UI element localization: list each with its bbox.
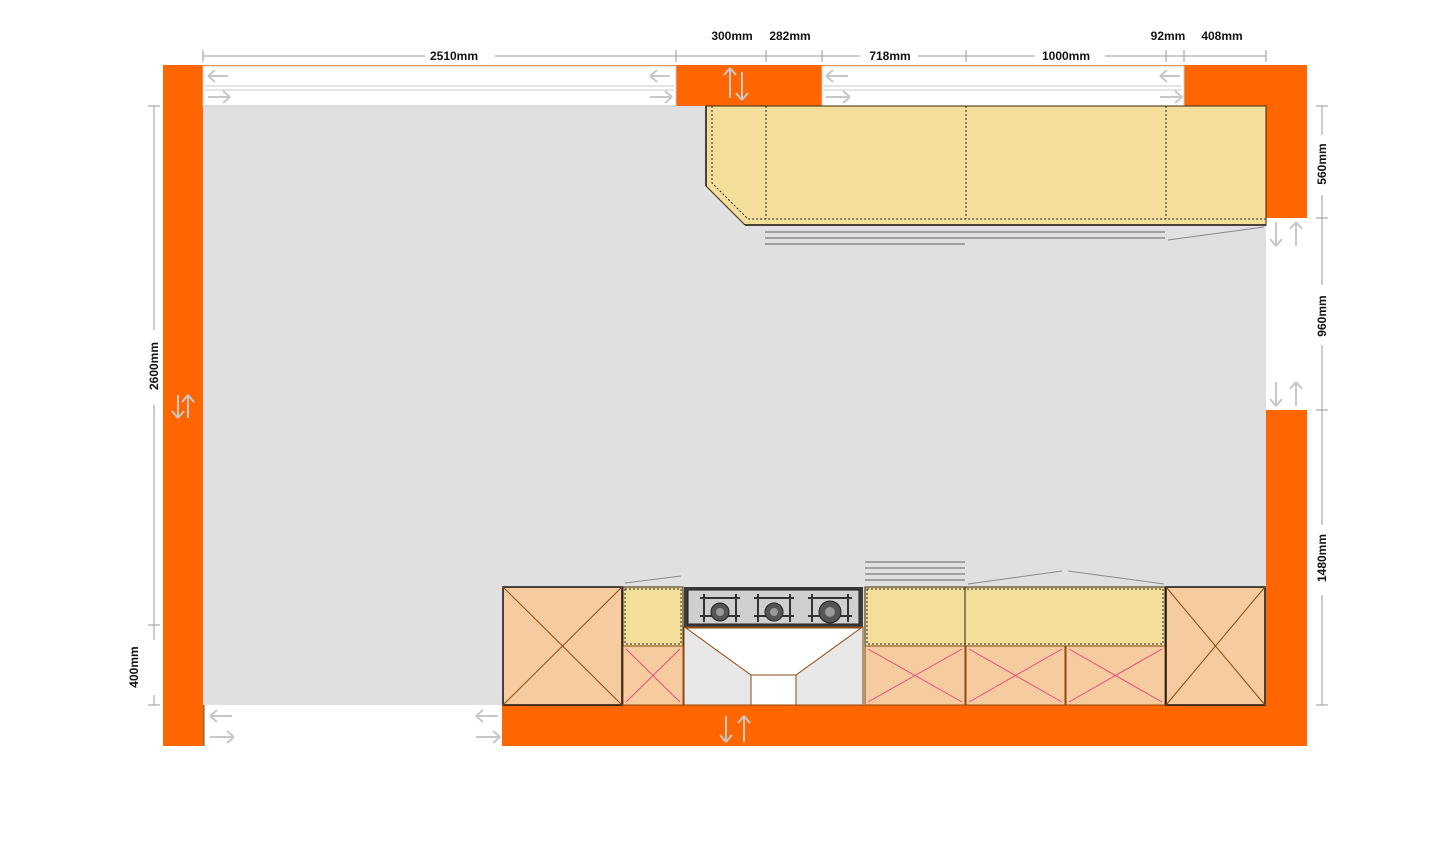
openings (202, 65, 1307, 746)
dimensions-top: 2510mm 300mm 282mm 718mm 1000mm 92mm 408… (202, 29, 1267, 63)
dim-718: 718mm (869, 49, 910, 63)
dim-560: 560mm (1315, 143, 1329, 184)
dimensions-right: 560mm 960mm 1480mm (1315, 105, 1329, 706)
upper-wall-cabinets (705, 105, 1267, 245)
gas-burner-icon (684, 587, 863, 627)
dim-960: 960mm (1315, 295, 1329, 336)
tall-cabinet-cross-icon (502, 586, 623, 706)
door-right (1266, 218, 1307, 410)
door-bottom-left (204, 705, 502, 746)
sink-icon (683, 626, 864, 706)
dim-408: 408mm (1201, 29, 1242, 43)
left-wall (163, 65, 203, 746)
dim-1480: 1480mm (1315, 534, 1329, 582)
dim-92: 92mm (1151, 29, 1186, 43)
dim-2510: 2510mm (430, 49, 478, 63)
dim-400: 400mm (127, 646, 141, 687)
dim-282: 282mm (769, 29, 810, 43)
wall-cabinet-run (705, 105, 1267, 226)
swap-arrows-icon (171, 67, 1303, 744)
lower-cabinets (502, 561, 1266, 706)
base-drawers (864, 645, 1166, 706)
dimensions-left: 2600mm 400mm (127, 105, 161, 706)
dim-2600: 2600mm (147, 342, 161, 390)
dim-300: 300mm (711, 29, 752, 43)
tall-cabinet-cross-icon (1165, 586, 1266, 706)
dim-1000: 1000mm (1042, 49, 1090, 63)
